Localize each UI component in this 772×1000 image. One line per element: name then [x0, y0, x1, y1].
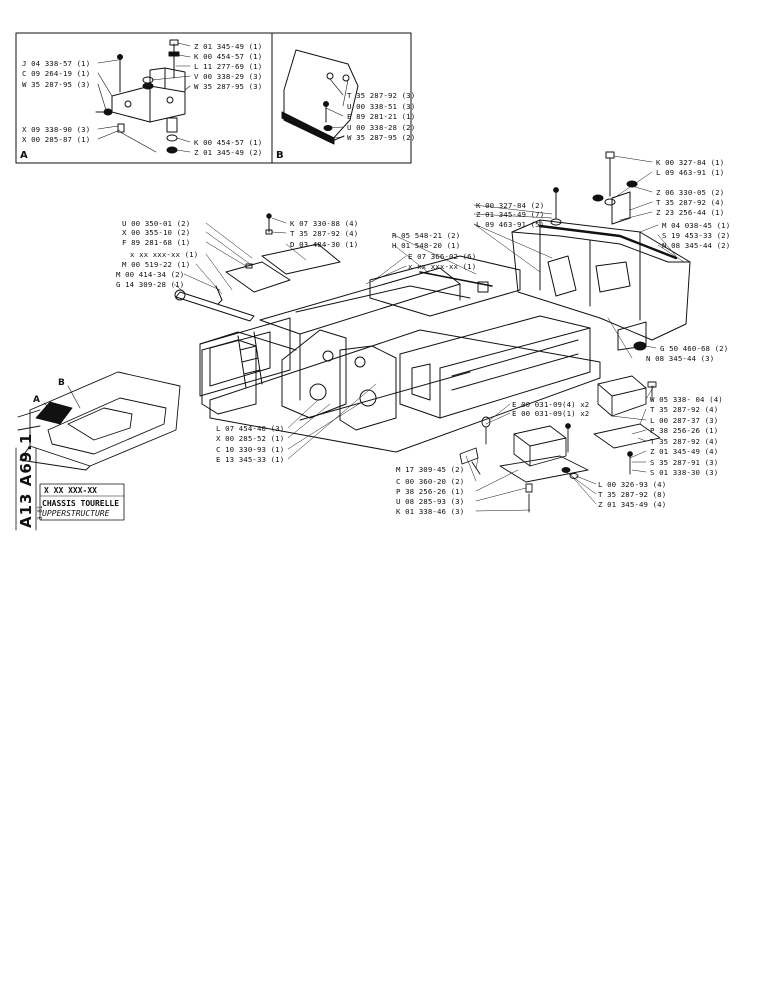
part-label: Z 01 345-49 (1) — [194, 42, 263, 51]
part-label: D 03 484-30 (1) — [290, 240, 359, 249]
part-label: L 00 287-37 (3) — [650, 416, 719, 425]
part-label: S 35 287-91 (3) — [650, 458, 719, 467]
detail-frame — [15, 32, 412, 164]
part-label: E 13 345-33 (1) — [216, 455, 285, 464]
part-label: E 00 031-09(4) x2 — [512, 400, 590, 409]
part-label: E 00 031-09(1) x2 — [512, 409, 590, 418]
part-label: M 04 038-45 (1) — [662, 221, 731, 230]
part-label: X 00 285-52 (1) — [216, 434, 285, 443]
part-label: K 00 327-84 (2) — [476, 201, 545, 210]
overview-callout-leaders — [43, 385, 81, 419]
part-label: U 00 338-28 (2) — [347, 123, 416, 132]
part-label: N 08 345-44 (2) — [662, 241, 731, 250]
part-label: W 35 287-95 (2) — [347, 133, 416, 142]
part-label: E 07 366-02 (6) — [408, 252, 477, 261]
part-label: W 35 287-95 (3) — [22, 80, 91, 89]
part-label: T 35 287-92 (8) — [598, 490, 667, 499]
part-label: T 35 287-92 (4) — [656, 198, 725, 207]
part-label: C 09 264-19 (1) — [22, 69, 91, 78]
part-label: S 19 453-33 (2) — [662, 231, 731, 240]
part-label: U 00 350-01 (2) — [122, 219, 191, 228]
part-label: Z 06 330-05 (2) — [656, 188, 725, 197]
detail-b-drawing — [281, 49, 359, 145]
part-label: L 11 277-69 (1) — [194, 62, 263, 71]
main-leaders — [173, 155, 685, 512]
part-label: Z 01 345-49 (4) — [598, 500, 667, 509]
detail-b-leaders — [325, 78, 349, 139]
title-part-number: X XX XXX-XX — [44, 486, 97, 495]
part-label: X 09 338-90 (3) — [22, 125, 91, 134]
part-label: X 00 285-87 (1) — [22, 135, 91, 144]
part-label: C 10 330-93 (1) — [216, 445, 285, 454]
detail-a-drawing — [95, 39, 186, 154]
part-label: Z 01 345-49 (4) — [650, 447, 719, 456]
detail-a-tag: A — [20, 150, 28, 161]
callout-b: B — [58, 378, 65, 388]
part-label: x xx xxx-xx (1) — [130, 250, 199, 259]
part-label: W 35 287-95 (3) — [194, 82, 263, 91]
part-label: G 14 309-28 (1) — [116, 280, 185, 289]
part-label: L 00 326-93 (4) — [598, 480, 667, 489]
part-label: S 01 338-30 (3) — [650, 468, 719, 477]
detail-a-leaders — [97, 42, 191, 153]
part-label: Z 23 256-44 (1) — [656, 208, 725, 217]
part-label: V 00 338-29 (3) — [194, 72, 263, 81]
part-label: L 09 463-91 (1) — [656, 168, 725, 177]
part-label: L 09 463-91 (5) — [476, 220, 545, 229]
part-label: T 35 287-92 (4) — [650, 405, 719, 414]
overview-silhouette — [17, 371, 181, 471]
part-label: U 08 285-93 (3) — [396, 497, 465, 506]
part-label: K 01 338-46 (3) — [396, 507, 465, 516]
part-label: L 07 454-40 (3) — [216, 424, 285, 433]
part-label: M 00 414-34 (2) — [116, 270, 185, 279]
main-frame-drawing — [174, 151, 691, 453]
part-label: T 35 287-92 (4) — [290, 229, 359, 238]
detail-b-tag: B — [276, 150, 284, 161]
part-label: M 00 519-22 (1) — [122, 260, 191, 269]
part-label: R 05 548-21 (2) — [392, 231, 461, 240]
part-label: E 89 281-21 (1) — [347, 112, 416, 121]
part-label: T 35 287-92 (4) — [650, 437, 719, 446]
title-block-frame — [39, 483, 125, 521]
callout-a: A — [33, 395, 40, 405]
part-label: N 08 345-44 (3) — [646, 354, 715, 363]
part-label: Z 01 345-49 (7) — [476, 210, 545, 219]
title-french: CHASSIS TOURELLE — [42, 499, 120, 508]
part-label: K 00 454-57 (1) — [194, 138, 263, 147]
sheet-code: A13 A69.1 — [17, 432, 35, 528]
part-label: H 01 548-20 (1) — [392, 241, 461, 250]
part-label: K 00 454-57 (1) — [194, 52, 263, 61]
part-label: K 00 327-84 (1) — [656, 158, 725, 167]
part-label: J 04 338-57 (1) — [22, 59, 91, 68]
part-label: W 05 338- 04 (4) — [650, 395, 723, 404]
part-label: M 17 309-45 (2) — [396, 465, 465, 474]
title-english: UPPERSTRUCTURE — [42, 509, 110, 518]
part-label: X 00 355-10 (2) — [122, 228, 191, 237]
part-label: P 38 256-26 (1) — [650, 426, 719, 435]
part-label: P 38 256-26 (1) — [396, 487, 465, 496]
part-label: C 00 360-20 (2) — [396, 477, 465, 486]
part-label: T 35 287-92 (3) — [347, 91, 416, 100]
part-label: F 89 281-68 (1) — [122, 238, 191, 247]
part-label: U 00 338-51 (3) — [347, 102, 416, 111]
part-label: x xx xxx-xx (1) — [408, 262, 477, 271]
part-label: G 50 460-68 (2) — [660, 344, 729, 353]
part-label: Z 01 345-49 (2) — [194, 148, 263, 157]
part-label: K 07 330-88 (4) — [290, 219, 359, 228]
